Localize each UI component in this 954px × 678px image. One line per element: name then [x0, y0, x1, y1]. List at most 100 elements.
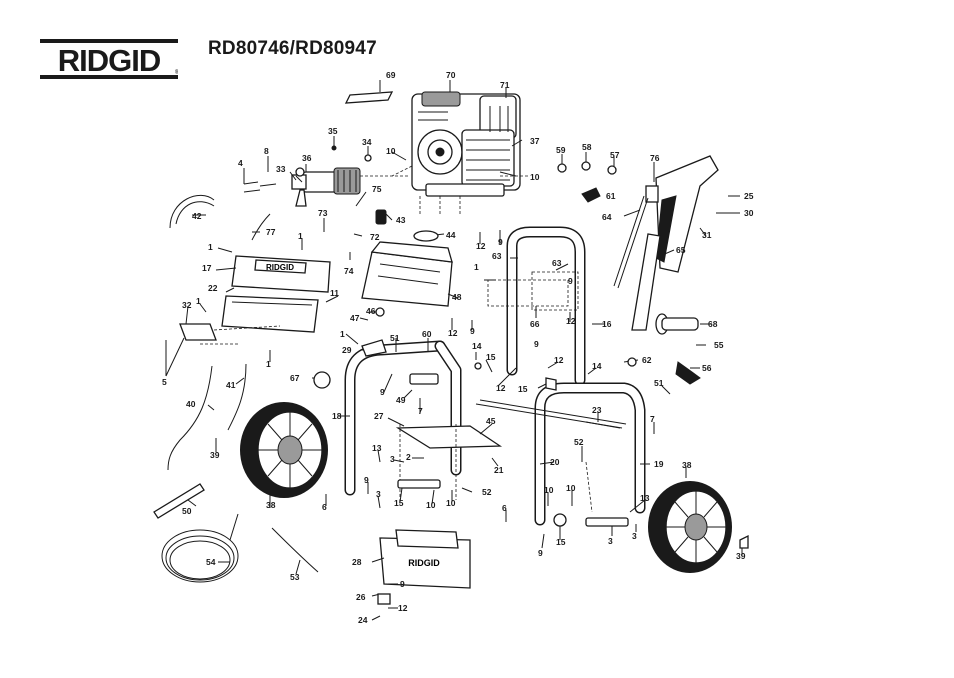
callout-label: 31 [702, 230, 712, 240]
callout-label: 67 [290, 373, 300, 383]
mount-plate-27 [395, 425, 503, 449]
callout-label: 65 [676, 245, 686, 255]
caddy-28: RIDGID [379, 529, 471, 589]
callout-label: 49 [396, 395, 406, 405]
callout-label: 25 [744, 191, 754, 201]
hose-41 [227, 363, 247, 431]
callout-label: 27 [374, 411, 384, 421]
callout-label: 12 [554, 355, 564, 365]
callout-label: 36 [302, 153, 312, 163]
callout-label: 14 [472, 341, 482, 351]
callout-label: 9 [380, 387, 385, 397]
callout-label: 7 [418, 406, 423, 416]
callout-label: 1 [196, 296, 201, 306]
callout-label: 60 [422, 329, 432, 339]
callout-label: 54 [206, 557, 216, 567]
callout-label: 15 [518, 384, 528, 394]
callout-label: 38 [266, 500, 276, 510]
callout-label: 61 [606, 191, 616, 201]
ridgid-logo: RIDGID ® [40, 39, 178, 79]
callout-label: 56 [702, 363, 712, 373]
callout-label: 77 [266, 227, 276, 237]
callout-label: 63 [492, 251, 502, 261]
callout-label: 9 [498, 237, 503, 247]
callout-label: 17 [202, 263, 212, 273]
callout-label: 13 [640, 493, 650, 503]
callout-label: 39 [210, 450, 220, 460]
callout-label: 70 [446, 70, 456, 80]
callout-label: 10 [426, 500, 436, 510]
callout-label: 75 [372, 184, 382, 194]
callout-label: 35 [328, 126, 338, 136]
axle-23 [585, 421, 621, 429]
spray-gun-76 [645, 155, 719, 273]
handle-16 [506, 226, 586, 386]
callout-label: 68 [708, 319, 718, 329]
callout-label: 73 [318, 208, 328, 218]
callout-label: 57 [610, 150, 620, 160]
callout-label: 4 [238, 158, 243, 168]
callout-label: 38 [682, 460, 692, 470]
nozzle-68 [655, 313, 699, 335]
callout-label: 47 [350, 313, 360, 323]
callout-label: 9 [364, 475, 369, 485]
callout-label: 13 [372, 443, 382, 453]
engine-shroud-48 [361, 241, 453, 307]
console-panel: RIDGID [221, 255, 331, 333]
callout-label: 20 [550, 457, 560, 467]
model-title: RD80746/RD80947 [208, 38, 377, 59]
hose-42 [169, 194, 215, 229]
callout-label: 15 [556, 537, 566, 547]
callout-label: 12 [566, 316, 576, 326]
callout-label: 50 [182, 506, 192, 516]
callout-label: 76 [650, 153, 660, 163]
callout-label: 1 [474, 262, 479, 272]
callout-label: 1 [208, 242, 213, 252]
callout-label: 10 [566, 483, 576, 493]
callout-label: 3 [390, 454, 395, 464]
callout-label: 9 [470, 326, 475, 336]
callout-label: 1 [340, 329, 345, 339]
callout-label: 10 [530, 172, 540, 182]
callout-label: 14 [592, 361, 602, 371]
callout-label: 21 [494, 465, 504, 475]
callout-label: 58 [582, 142, 592, 152]
callout-label: 1 [298, 231, 303, 241]
svg-text:RIDGID: RIDGID [58, 43, 161, 78]
callout-label: 26 [356, 592, 366, 602]
hose-77 [251, 213, 271, 241]
callout-label: 3 [632, 531, 637, 541]
callout-label: 62 [642, 355, 652, 365]
callout-label: 39 [736, 551, 746, 561]
callout-label: 12 [398, 603, 408, 613]
callout-label: 52 [574, 437, 584, 447]
callout-label: 11 [330, 288, 339, 298]
callout-label: 9 [568, 276, 573, 286]
callout-label: 15 [486, 352, 496, 362]
callout-label: 30 [744, 208, 754, 218]
hose-coil-54 [161, 513, 239, 583]
callout-label: 34 [362, 137, 372, 147]
callout-label: 9 [534, 339, 539, 349]
callout-label: 74 [344, 266, 354, 276]
callout-label: 51 [390, 333, 400, 343]
svg-text:RIDGID: RIDGID [266, 263, 294, 272]
callout-label: 28 [352, 557, 362, 567]
assembly-dashes [200, 165, 593, 513]
callout-label: 53 [290, 572, 300, 582]
hardware-bolts [243, 145, 749, 605]
wand-64 [613, 195, 649, 289]
callout-label: 48 [452, 292, 462, 302]
main-frame [344, 340, 646, 526]
lance-65 [631, 233, 661, 331]
callout-label: 29 [342, 345, 352, 355]
callout-label: 37 [530, 136, 540, 146]
callout-label: 16 [602, 319, 612, 329]
callout-label: 32 [182, 300, 192, 310]
callout-label: 9 [400, 579, 405, 589]
callout-label: 43 [396, 215, 406, 225]
callout-label: 42 [192, 211, 202, 221]
pump-drawing [291, 167, 361, 207]
callout-label: 7 [650, 414, 655, 424]
